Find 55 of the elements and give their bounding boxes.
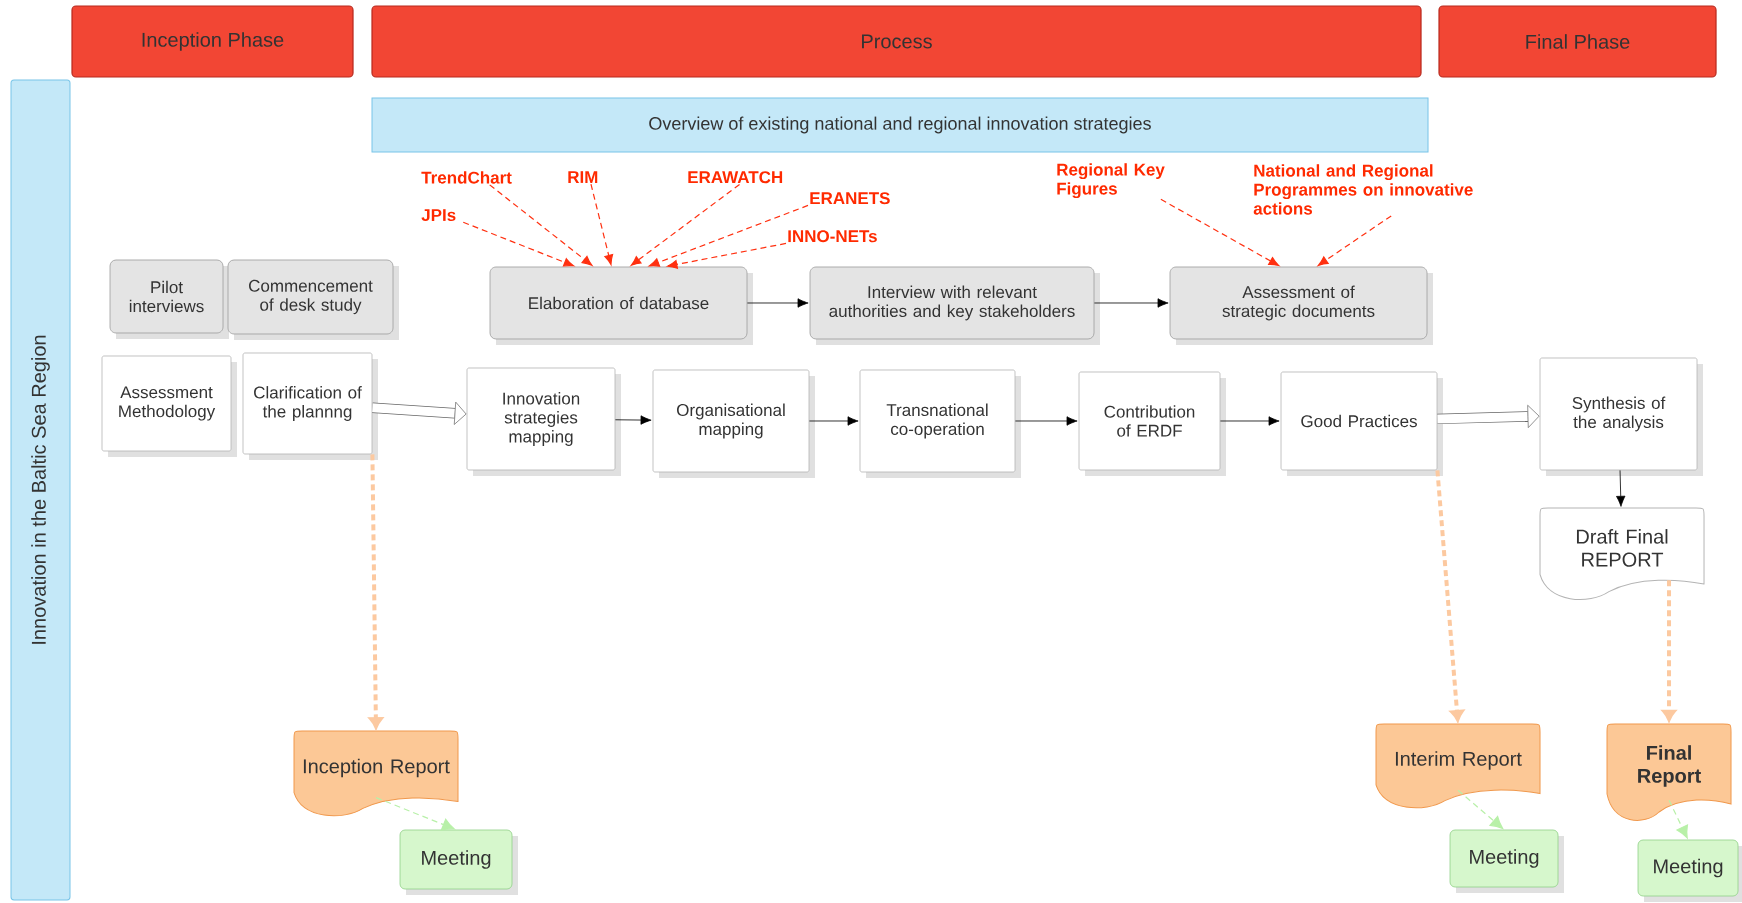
phase-header: Process [371,5,1422,78]
arrow [747,298,809,308]
report-document: Final Report [1606,723,1732,821]
source-label: National and Regional Programmes on innovative actions [1253,164,1473,215]
task-box: Assessment of strategic documents [1169,266,1433,345]
source-label: ERAWATCH [688,171,783,184]
arrow [615,415,652,425]
task-box: Interview with relevant authorities and key stakeholders [809,266,1100,345]
source-label: JPIs [421,209,456,222]
process-box: Assessment Methodology [101,355,237,457]
process-box: Transnational co-operation [859,369,1021,478]
arrow [462,221,575,267]
arrow [630,183,741,266]
meeting-box: Meeting [1637,839,1742,902]
arrow [590,183,614,266]
arrow [667,242,787,269]
arrow [1662,580,1677,722]
meeting-box: Meeting [1449,829,1564,893]
source-label: ERANETS [810,192,890,205]
meeting-box: Meeting [399,829,518,895]
arrow [375,797,455,831]
process-box: Contribution of ERDF [1078,371,1226,476]
arrow [1015,416,1078,426]
arrow [1616,470,1626,507]
process-box: Innovation strategies mapping [466,367,621,476]
arrow [1437,404,1540,428]
process-box: Synthesis of the analysis [1539,357,1703,476]
arrow [1094,298,1169,308]
arrow [649,204,809,267]
arrow [489,184,593,266]
arrow [1160,198,1280,267]
phase-header: Inception Phase [71,5,354,78]
arrow [1220,416,1280,426]
arrow [1668,799,1688,839]
task-box: Commencement of desk study [227,259,399,340]
process-box: Good Practices [1280,371,1443,476]
report-document: Inception Report [293,730,459,817]
arrow [1317,215,1392,266]
source-label: Regional Key Figures [1057,163,1165,199]
source-label: RIM [568,171,598,183]
arrow [372,401,467,425]
side-band: Innovation in the Baltic Sea Region [10,79,71,901]
arrow [1457,789,1504,829]
report-document: Interim Report [1375,723,1541,809]
overview-band: Overview of existing national and regional innovation strategies [371,97,1429,153]
source-label: TrendChart [421,171,512,184]
task-box: Pilot interviews [109,259,229,339]
source-label: INNO-NETs [788,230,877,243]
phase-header: Final Phase [1438,5,1717,78]
process-box: Organisational mapping [652,369,815,478]
arrow [368,454,383,730]
arrow [809,416,859,426]
arrow [1435,470,1464,722]
process-box: Clarification of the plannng [242,352,378,460]
task-box: Elaboration of database [489,266,753,345]
